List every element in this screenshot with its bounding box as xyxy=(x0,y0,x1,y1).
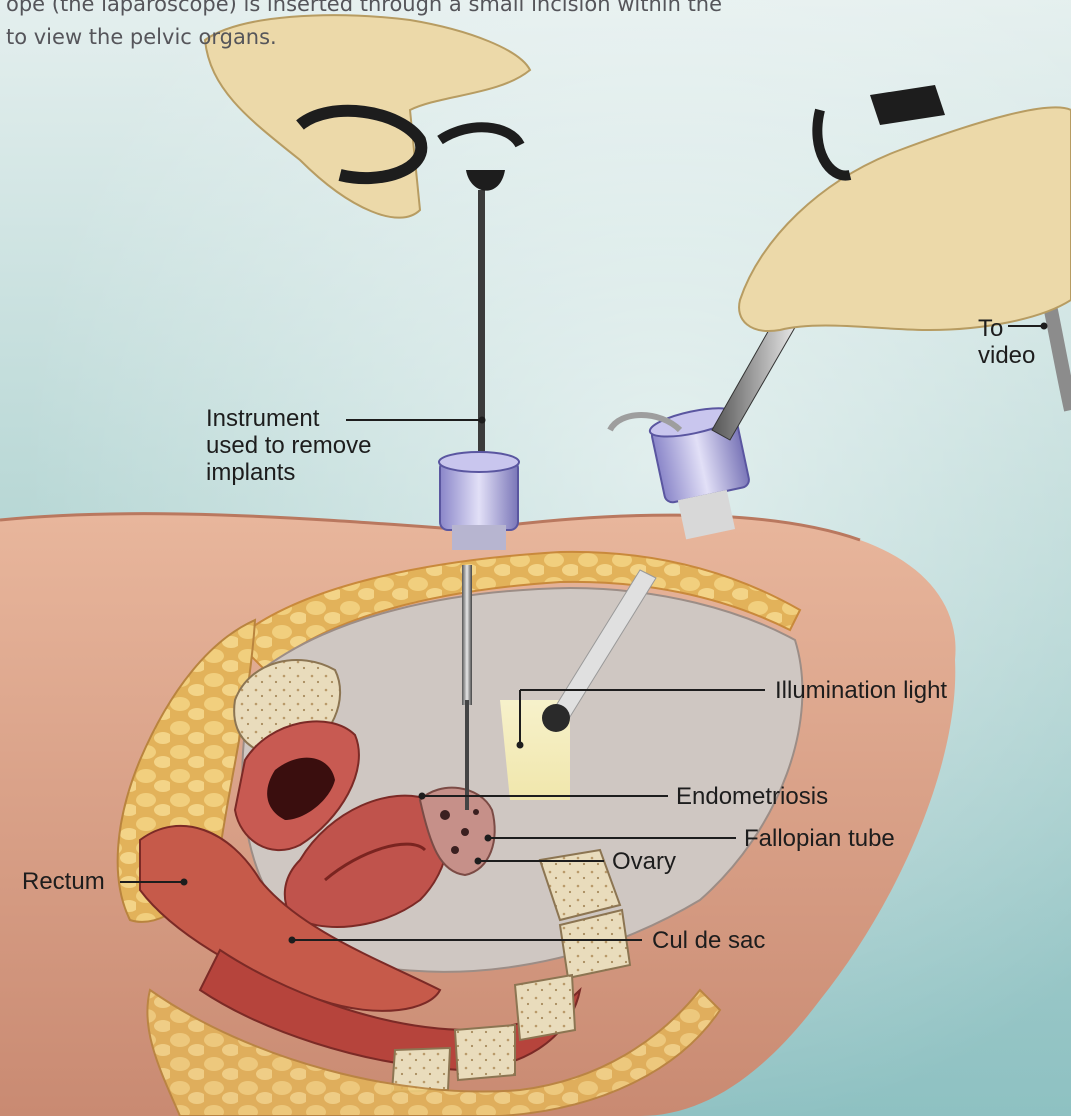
label-instrument: Instrument used to remove implants xyxy=(206,405,371,486)
label-fallopian-tube: Fallopian tube xyxy=(744,825,895,852)
label-rectum: Rectum xyxy=(22,868,105,895)
label-endometriosis: Endometriosis xyxy=(676,783,828,810)
label-cul-de-sac: Cul de sac xyxy=(652,927,765,954)
label-to-video: To video xyxy=(978,315,1035,369)
figure-caption: ope (the laparoscope) is inserted throug… xyxy=(6,0,766,54)
label-ovary: Ovary xyxy=(612,848,676,875)
label-illumination-light: Illumination light xyxy=(775,677,947,704)
